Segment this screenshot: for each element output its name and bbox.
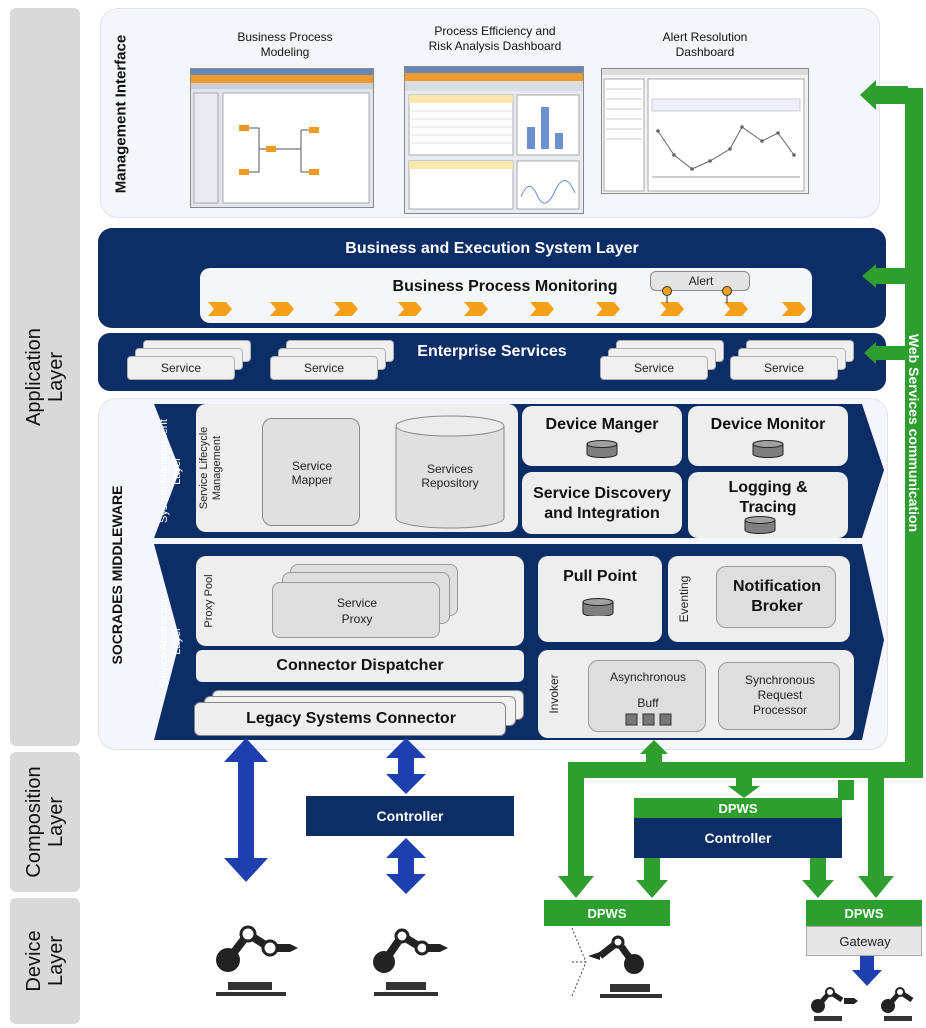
screenshot-efficiency [404, 66, 584, 214]
gateway-down-arrow [852, 956, 882, 986]
buffer-slots-icon [625, 713, 672, 726]
device-manager-label: Device Manger [545, 416, 659, 433]
green-network [558, 740, 923, 898]
notification-broker-label: Notification Broker [733, 578, 821, 615]
sync-processor-label: Synchronous Request Processor [744, 673, 816, 717]
connector-dispatcher-box: Connector Dispatcher [196, 650, 524, 682]
composition-layer-label: Composition Layer [23, 766, 67, 878]
robot-arm-pair-icon [811, 987, 914, 1021]
service-card: Service [730, 356, 838, 380]
service-mapper-box: Service Mapper [262, 418, 360, 526]
legacy-connector-label: Legacy Systems Connector [246, 710, 456, 727]
screenshot-alert [601, 68, 809, 194]
device-manager-box: Device Manger [522, 406, 682, 466]
services-repository-cylinder [395, 415, 505, 529]
services-repository-label: Services Repository [421, 462, 479, 490]
logging-label: Logging & Tracing [728, 479, 808, 516]
system-management-label: System Management Layer [158, 419, 183, 523]
service-card: Service [600, 356, 708, 380]
service-mapper-label: Service Mapper [291, 459, 333, 487]
service-card: Service [270, 356, 378, 380]
modeling-thumbnail [191, 69, 373, 204]
dpws-left: DPWS [544, 900, 670, 926]
service-discovery-label: Service Discovery and Integration [533, 485, 671, 522]
screenshot-modeling [190, 68, 374, 208]
bpm-arrows [208, 302, 806, 316]
async-buff-label: Asynchronous Buff [609, 670, 687, 710]
service-discovery-box: Service Discovery and Integration [522, 472, 682, 534]
invoker-label: Invoker [547, 674, 561, 714]
async-buff-box: Asynchronous Buff [588, 660, 706, 732]
notification-broker-box: Notification Broker [716, 566, 836, 628]
green-branch-arrows [860, 80, 908, 364]
sync-processor-box: Synchronous Request Processor [718, 662, 840, 730]
dpws-right: DPWS [806, 900, 922, 926]
upper-controller-arrow [386, 738, 426, 794]
service-proxy-label: Service Proxy [336, 596, 377, 626]
legacy-double-arrow [224, 738, 268, 882]
logging-box: Logging & Tracing [688, 472, 848, 538]
database-icon [744, 516, 776, 534]
eventing-label: Eventing [677, 575, 691, 623]
connector-dispatcher-label: Connector Dispatcher [276, 657, 444, 674]
screen-title-efficiency: Process Efficiency and Risk Analysis Das… [428, 24, 562, 53]
controller-right-box: Controller [634, 818, 842, 858]
database-icon [582, 598, 614, 616]
lower-controller-arrow [386, 838, 426, 894]
database-icon [752, 440, 784, 458]
screen-title-alert: Alert Resolution Dashboard [662, 30, 748, 59]
controller-right-label: Controller [704, 830, 772, 846]
controller-left-label: Controller [376, 808, 444, 824]
database-icon [586, 440, 618, 458]
alert-thumbnail [602, 69, 808, 192]
device-abstraction-label: Device Abstraction Layer [158, 595, 183, 687]
screen-title-modeling: Business Process Modeling [237, 30, 333, 59]
bpm-title: Business Process Monitoring [392, 278, 618, 295]
application-layer-label: Application Layer [23, 328, 67, 426]
efficiency-thumbnail [405, 67, 583, 210]
device-layer-side: Device Layer [10, 898, 80, 1024]
application-layer-side: Application Layer [10, 8, 80, 746]
robot-arm-icon [571, 927, 662, 998]
robot-arm-icon [373, 928, 448, 996]
alert-box: Alert [650, 271, 750, 291]
enterprise-services-title: Enterprise Services [417, 343, 567, 360]
gateway-label: Gateway [839, 934, 891, 949]
device-monitor-label: Device Monitor [710, 416, 826, 433]
controller-left-box: Controller [306, 796, 514, 836]
proxy-pool-label: Proxy Pool [203, 574, 215, 628]
pull-point-label: Pull Point [563, 568, 637, 585]
legacy-connector-box: Legacy Systems Connector [194, 702, 506, 736]
web-services-bar: Web Services communication [905, 88, 923, 778]
middleware-label: SOCRADES MIDDLEWARE [109, 485, 125, 665]
device-monitor-box: Device Monitor [688, 406, 848, 466]
robot-arm-icon [216, 925, 298, 996]
alert-label: Alert [688, 274, 714, 288]
lifecycle-label: Service Lifecycle Management [198, 426, 223, 510]
service-card: Service [127, 356, 235, 380]
management-interface-label: Management Interface [112, 34, 130, 194]
composition-layer-side: Composition Layer [10, 752, 80, 892]
dpws-top: DPWS [634, 798, 842, 818]
device-layer-label: Device Layer [23, 930, 67, 992]
service-proxy-box: Service Proxy [272, 582, 440, 638]
alert-pins [662, 286, 732, 303]
pull-point-box: Pull Point [538, 556, 662, 642]
gateway-box: Gateway [806, 926, 922, 956]
business-execution-title: Business and Execution System Layer [345, 240, 639, 257]
